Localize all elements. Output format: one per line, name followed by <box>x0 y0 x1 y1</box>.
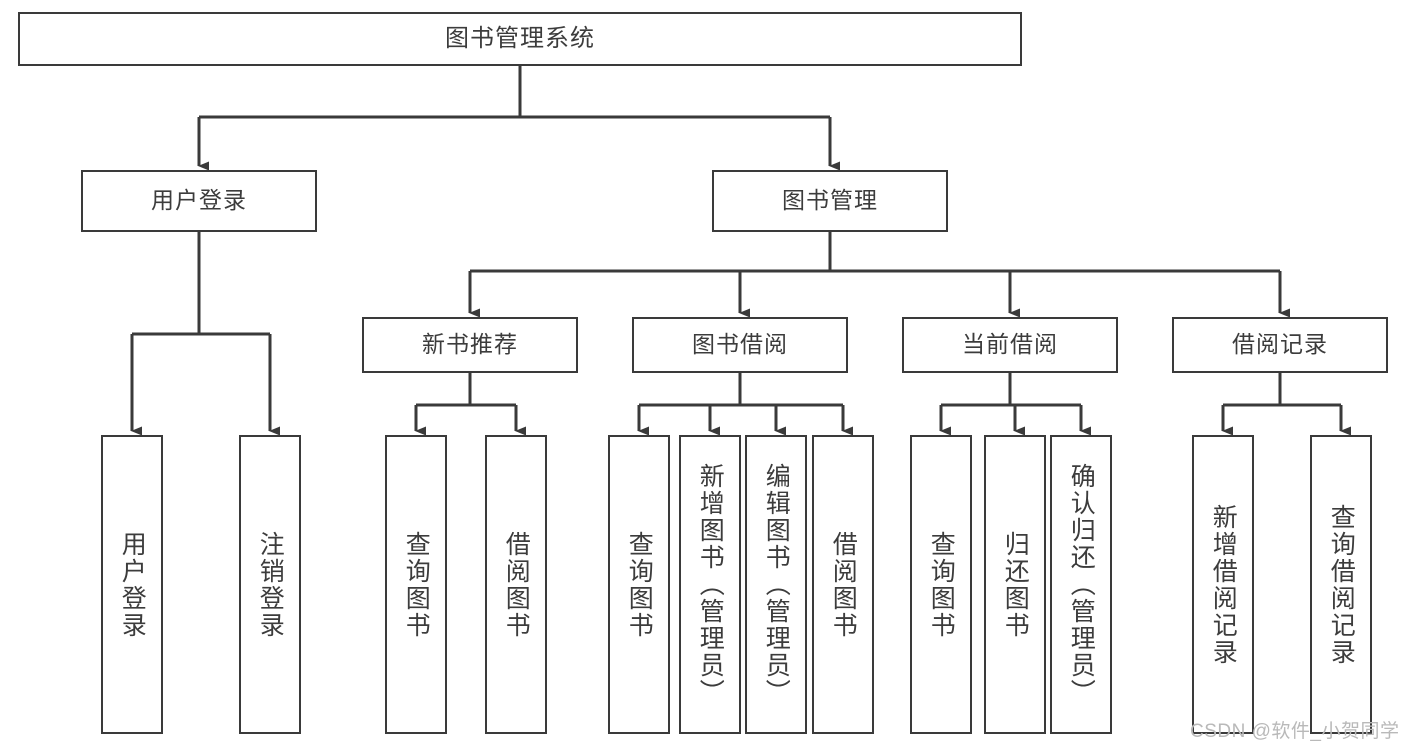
csdn-watermark: CSDN @软件_小贺同学 <box>1190 721 1400 742</box>
connectors-current-borrow <box>939 373 1091 436</box>
connectors-borrow-record <box>1221 373 1351 436</box>
node-book-management[interactable]: 图书管理 <box>712 170 948 232</box>
leaf-borrow-book[interactable]: 借阅图书 <box>812 435 874 734</box>
node-root-system[interactable]: 图书管理系统 <box>18 12 1022 66</box>
leaf-query-book-borrow[interactable]: 查询图书 <box>608 435 670 734</box>
leaf-query-borrow-record[interactable]: 查询借阅记录 <box>1310 435 1372 734</box>
leaf-label: 查询图书 <box>927 530 956 639</box>
node-label: 新书推荐 <box>422 331 518 358</box>
leaf-label: 新增借阅记录 <box>1209 503 1238 666</box>
node-book-borrow[interactable]: 图书借阅 <box>632 317 848 373</box>
leaf-add-borrow-record[interactable]: 新增借阅记录 <box>1192 435 1254 734</box>
node-new-book-recommend[interactable]: 新书推荐 <box>362 317 578 373</box>
leaf-query-book-recommend[interactable]: 查询图书 <box>385 435 447 734</box>
node-user-login[interactable]: 用户登录 <box>81 170 317 232</box>
leaf-edit-book-admin[interactable]: 编辑图书（管理员） <box>745 435 807 734</box>
node-label: 用户登录 <box>151 187 247 214</box>
node-label: 图书管理 <box>782 187 878 214</box>
leaf-confirm-return-admin[interactable]: 确认归还（管理员） <box>1050 435 1112 734</box>
leaf-borrow-book-recommend[interactable]: 借阅图书 <box>485 435 547 734</box>
node-label: 图书借阅 <box>692 331 788 358</box>
leaf-user-login[interactable]: 用户登录 <box>101 435 163 734</box>
node-label: 图书管理系统 <box>445 24 595 52</box>
connectors-book-borrow <box>637 373 853 436</box>
leaf-logout-login[interactable]: 注销登录 <box>239 435 301 734</box>
node-borrow-record[interactable]: 借阅记录 <box>1172 317 1388 373</box>
leaf-query-book-current[interactable]: 查询图书 <box>910 435 972 734</box>
node-label: 借阅记录 <box>1232 331 1328 358</box>
node-label: 当前借阅 <box>962 331 1058 358</box>
leaf-label: 查询图书 <box>625 530 654 639</box>
leaf-label: 用户登录 <box>118 530 147 639</box>
leaf-label: 确认归还（管理员） <box>1067 463 1096 706</box>
connectors-user-login <box>130 232 280 436</box>
connectors-new-book <box>414 373 526 436</box>
node-current-borrow[interactable]: 当前借阅 <box>902 317 1118 373</box>
connectors-root <box>197 66 840 171</box>
leaf-label: 注销登录 <box>256 530 285 639</box>
leaf-label: 借阅图书 <box>502 530 531 639</box>
leaf-return-book[interactable]: 归还图书 <box>984 435 1046 734</box>
leaf-label: 新增图书（管理员） <box>696 463 725 706</box>
connectors-book-mgmt <box>468 232 1290 318</box>
leaf-label: 借阅图书 <box>829 530 858 639</box>
leaf-label: 查询图书 <box>402 530 431 639</box>
leaf-label: 查询借阅记录 <box>1327 503 1356 666</box>
leaf-add-book-admin[interactable]: 新增图书（管理员） <box>679 435 741 734</box>
leaf-label: 归还图书 <box>1001 530 1030 639</box>
leaf-label: 编辑图书（管理员） <box>762 463 791 706</box>
